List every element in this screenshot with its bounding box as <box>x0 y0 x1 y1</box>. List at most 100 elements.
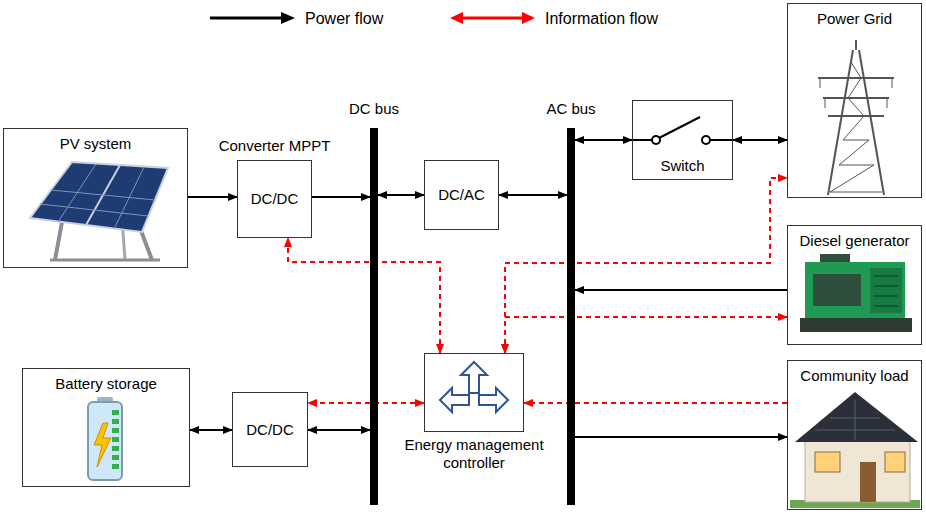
power-flow-connector <box>190 429 232 431</box>
dc-bus-bar: DC bus <box>370 128 378 505</box>
house-picture <box>790 392 920 508</box>
power-flow-connector <box>312 196 370 198</box>
switch-blade <box>659 117 700 138</box>
radiator-fin <box>874 275 898 277</box>
box-label: DC/AC <box>438 186 485 204</box>
box-label: DC/DC <box>251 190 299 208</box>
charge-bar <box>112 446 119 451</box>
information-flow-connector <box>308 402 424 404</box>
power-flow-connector <box>308 429 370 431</box>
box-label: Battery storage <box>55 375 157 393</box>
power-flow-connector <box>575 139 632 141</box>
panel-leg <box>55 222 62 260</box>
panel-grid <box>58 164 96 222</box>
charge-bar <box>112 419 119 424</box>
panel-base <box>50 259 160 262</box>
power-flow-connector <box>499 194 567 196</box>
power-flow-connector <box>188 196 237 198</box>
icon-arrow <box>440 388 469 412</box>
switch-contact <box>702 136 710 144</box>
box-label: Switch <box>660 157 704 175</box>
house-window <box>885 452 905 472</box>
generator-base <box>800 318 912 332</box>
power-flow-connector <box>733 139 787 141</box>
generator-radiator <box>870 268 902 313</box>
box-label: DC/DC <box>246 421 294 439</box>
information-flow-connector <box>288 238 440 353</box>
box-label: PV system <box>60 135 132 153</box>
insulator <box>820 78 821 88</box>
house-wall <box>805 440 910 502</box>
information-flow-connector <box>505 317 787 353</box>
information-flow-connector <box>505 178 787 353</box>
ac-bus-bar: AC bus <box>567 128 575 505</box>
legend-label: Information flow <box>545 9 658 28</box>
box-label: Community load <box>800 367 908 385</box>
insulator <box>887 98 888 108</box>
controller-box: Energy management controller <box>424 353 524 432</box>
lightning-symbol <box>94 423 111 467</box>
battery-picture <box>88 397 122 480</box>
heading-label: Converter MPPT <box>219 137 331 155</box>
legend-label: Power flow <box>305 9 383 28</box>
diesel-generator-box: Diesel generator <box>787 225 922 345</box>
power-flow-connector <box>575 436 787 438</box>
charge-bar <box>112 455 119 460</box>
insulator <box>825 98 826 108</box>
tower-leg <box>828 50 853 195</box>
switch-wire <box>710 139 732 141</box>
radiator-fin <box>874 285 898 287</box>
information-flow-sample <box>462 17 523 20</box>
information-flow-connector <box>524 402 787 404</box>
charge-bar <box>112 428 119 433</box>
charge-bar <box>112 410 119 415</box>
box-label: Power Grid <box>817 10 892 28</box>
charge-bar <box>112 437 119 442</box>
power-grid-box: Power Grid <box>787 3 922 198</box>
battery-body <box>88 402 122 480</box>
heading-label: DC bus <box>349 100 399 118</box>
controller-icon <box>440 362 508 412</box>
house-roof <box>795 392 918 442</box>
switch-wire <box>633 139 652 141</box>
radiator-fin <box>874 295 898 297</box>
tower-top <box>855 40 857 50</box>
solar-panel <box>30 162 168 232</box>
power-flow-connector <box>378 194 424 196</box>
arrow-head <box>450 12 463 24</box>
tower-leg <box>859 50 884 195</box>
solar-panel-picture <box>30 162 168 260</box>
insulator <box>892 78 893 88</box>
box-label: Diesel generator <box>799 232 909 250</box>
radiator-fin <box>874 305 898 307</box>
charge-bar <box>112 464 119 469</box>
heading-label: Energy management controller <box>399 436 549 472</box>
tower-picture <box>818 40 894 195</box>
community-load-box: Community load <box>787 360 922 510</box>
house-door <box>860 462 876 502</box>
tower-arm <box>823 97 889 99</box>
house-window <box>815 452 840 472</box>
tower-arm <box>828 115 884 117</box>
tower-lattice <box>830 62 882 192</box>
generator-picture <box>800 254 912 332</box>
pv-system-box: PV system <box>3 128 188 268</box>
power-flow-sample <box>210 17 283 20</box>
icon-arrow <box>461 362 487 393</box>
inverter-box: DC/AC <box>424 160 499 230</box>
tower-arm <box>818 77 894 79</box>
panel-grid <box>114 167 144 229</box>
panel-grid <box>40 204 148 216</box>
roof-panel <box>855 400 856 440</box>
mppt-converter-box: Converter MPPTDC/DC <box>237 160 312 238</box>
battery-storage-box: Battery storage <box>22 368 190 487</box>
switch-box: Switch <box>632 100 733 180</box>
generator-engine <box>813 274 861 306</box>
switch-symbol <box>633 117 732 144</box>
arrow-head <box>281 12 295 24</box>
generator-body <box>805 262 905 318</box>
panel-grid <box>51 190 155 200</box>
generator-pipe <box>820 254 850 262</box>
battery-converter-box: DC/DC <box>232 392 308 467</box>
